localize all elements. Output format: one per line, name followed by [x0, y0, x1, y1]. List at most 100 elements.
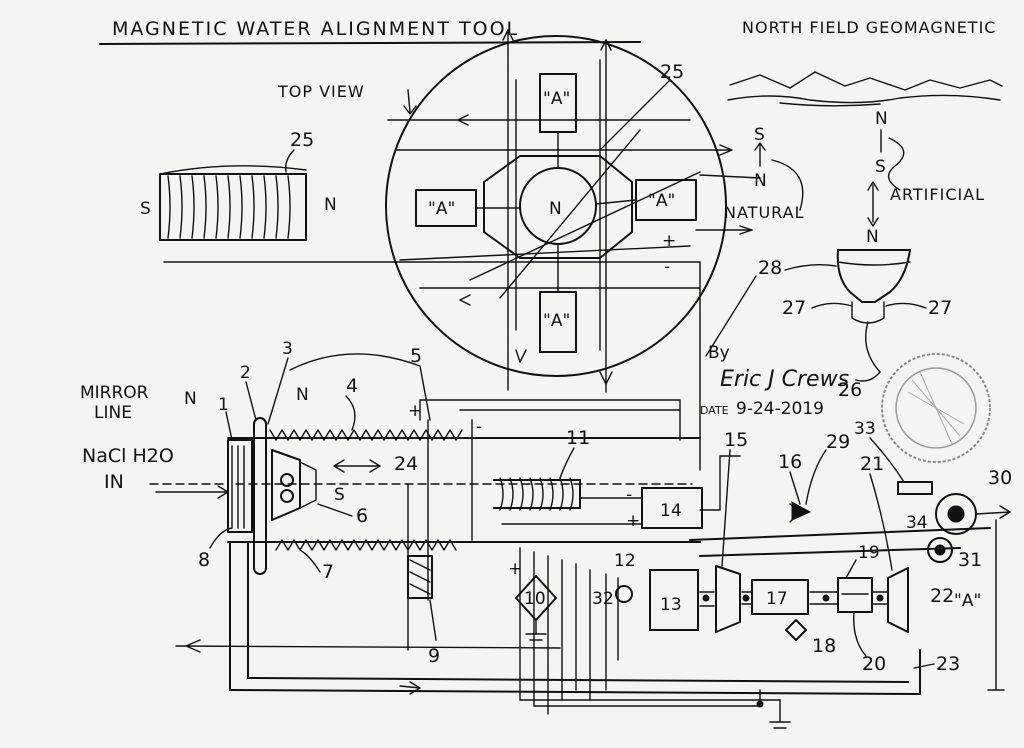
inlet-n-label: N [184, 389, 197, 409]
callout-25-coil: 25 [290, 129, 314, 151]
cross-section-a-label: "A" [954, 591, 981, 611]
callout-26: 26 [838, 379, 862, 401]
leaders-1-2-3 [225, 357, 289, 441]
callout-3: 3 [282, 339, 293, 359]
callout-28: 28 [758, 257, 782, 279]
callout-34: 34 [906, 513, 928, 533]
probe-33 [897, 481, 933, 495]
circle-minus: - [664, 257, 670, 277]
title-underline [99, 41, 641, 45]
roller-s-label: S [334, 485, 345, 505]
coupler-dot-2 [742, 594, 750, 602]
author-by: By [708, 343, 730, 363]
ground-10 [525, 619, 547, 641]
top-view-arrow [403, 89, 417, 115]
callout-33: 33 [854, 419, 876, 439]
callout-27-right: 27 [928, 297, 952, 319]
callout-4: 4 [346, 375, 358, 397]
module-13 [649, 569, 699, 631]
callout-17: 17 [766, 589, 788, 609]
callout-13: 13 [660, 595, 682, 615]
coupler-dot-4 [876, 594, 884, 602]
leader-11 [559, 447, 575, 479]
callout-7: 7 [322, 561, 334, 583]
return-pipe-left [229, 541, 249, 691]
return-flow-arrow [399, 681, 421, 695]
callout-20: 20 [862, 653, 886, 675]
leader-8 [209, 527, 233, 549]
coil-11-form [493, 479, 581, 509]
bell-magnet [836, 249, 911, 303]
magnet-a-bottom-label: "A" [543, 311, 570, 331]
leader-28-circle [705, 275, 757, 357]
inlet-arrow [155, 485, 229, 499]
coil-25-windings [167, 175, 291, 239]
outlet-arrow [975, 505, 1011, 519]
controller-14-plus: + [626, 511, 640, 531]
magnet-face [299, 461, 317, 509]
electrode-supply [419, 399, 681, 541]
sensor-12 [615, 585, 633, 603]
leader-19 [845, 559, 857, 579]
magnet-a-right-label: "A" [648, 191, 675, 211]
horizon-wave-2 [779, 102, 881, 107]
geo-s-label: S [875, 157, 886, 177]
callout-25-top: 25 [660, 61, 684, 83]
artificial-arrow [867, 181, 879, 227]
flow-meter-30-core [947, 505, 965, 523]
flow-arrowhead-29 [791, 501, 812, 521]
callout-24: 24 [394, 453, 418, 475]
callout-30: 30 [988, 467, 1012, 489]
geo-n-label: N [875, 109, 888, 129]
nat-connector [771, 159, 804, 211]
coil-11-windings [499, 477, 574, 511]
callout-15: 15 [724, 429, 748, 451]
insert-9-hatch [409, 559, 431, 595]
module-17 [751, 579, 809, 615]
callout-5: 5 [410, 345, 422, 367]
return-pipe-lower [229, 649, 921, 695]
rectifier-plus: + [508, 559, 522, 579]
roller-n-label: N [296, 385, 309, 405]
section-a-line [987, 519, 1005, 691]
bell-band [837, 261, 911, 266]
inlet-label-1: NaCl H2O [82, 445, 174, 467]
field-arrowheads-v [502, 29, 613, 385]
coil-25-top [159, 165, 307, 175]
coupler-dot-1 [702, 594, 710, 602]
component-couplers [699, 591, 889, 607]
bell-contacts [851, 301, 885, 324]
geomagnetic-title: NORTH FIELD GEOMAGNETIC [742, 18, 996, 37]
module-20 [837, 577, 873, 613]
stamp-outer-ring [881, 353, 991, 463]
coil-25-wire [163, 261, 701, 471]
callout-21: 21 [860, 453, 884, 475]
mountain-horizon [729, 71, 1003, 91]
meter-31 [927, 537, 953, 563]
stamp-inner-ring [895, 367, 977, 449]
leader-15 [721, 449, 731, 567]
drawing-title: MAGNETIC WATER ALIGNMENT TOOL [112, 18, 519, 40]
pump-15 [715, 565, 741, 633]
magnet-roller-2 [280, 489, 294, 503]
geo-connector [887, 137, 905, 191]
nat-arrow [754, 142, 766, 167]
bell-n-label: N [866, 227, 879, 247]
circle-plus: + [662, 231, 676, 251]
leader-27-right [885, 302, 927, 309]
leader-27-left [811, 302, 853, 309]
field-lines-h [387, 119, 731, 289]
field-arrowheads-h [457, 114, 753, 306]
horizon-wave [727, 94, 1001, 104]
inlet-label-2: IN [104, 471, 124, 493]
mirror-label-2: LINE [94, 403, 132, 423]
leader-4 [345, 395, 356, 431]
leader-29 [805, 449, 827, 505]
date-label: DATE [700, 404, 729, 417]
callout-16: 16 [778, 451, 802, 473]
date-value: 9-24-2019 [736, 399, 824, 419]
top-view-housing [385, 35, 727, 377]
electrode-upper-4 [269, 429, 463, 441]
leader-5 [289, 353, 431, 421]
insert-9 [407, 555, 433, 599]
